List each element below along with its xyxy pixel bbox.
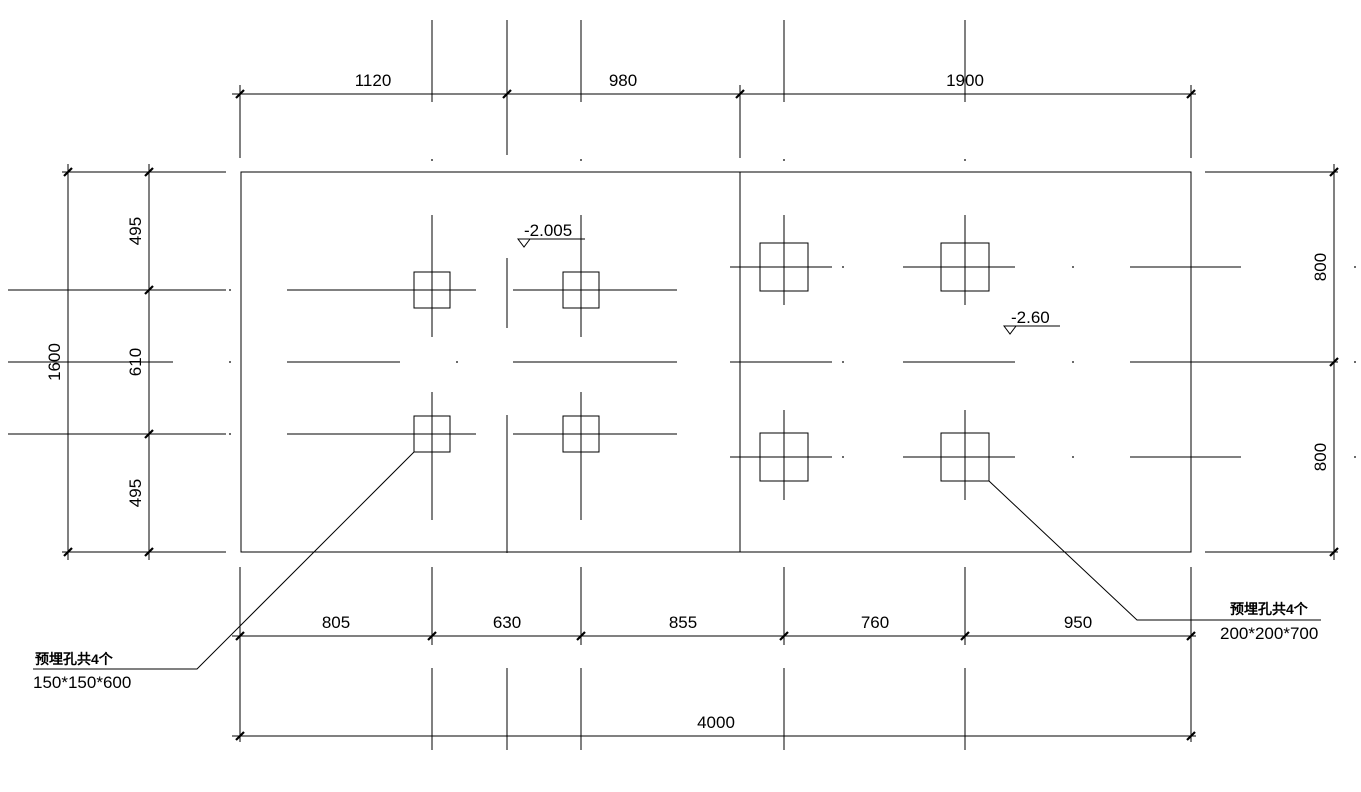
elevation-marker-2: -2.60 — [1003, 308, 1060, 335]
left-sub-dimensions: 495 610 495 — [126, 164, 154, 560]
dim-top-2: 980 — [609, 71, 637, 90]
bottom-dimension-string: 805 630 855 760 950 — [232, 613, 1196, 641]
dim-bottom-4: 760 — [861, 613, 889, 632]
hole-large-4 — [940, 432, 990, 482]
dim-bottom-3: 855 — [669, 613, 697, 632]
hole-large-2 — [940, 242, 990, 292]
right-dimensions: 800 800 — [1311, 164, 1339, 560]
embedded-holes-large — [759, 242, 990, 482]
hole-large-1 — [759, 242, 809, 292]
dim-left-1: 495 — [126, 217, 145, 245]
horizontal-axis-lines — [8, 171, 1338, 553]
hole-small-1 — [413, 271, 451, 309]
note-right-spec: 200*200*700 — [1220, 624, 1318, 643]
reference-dots — [229, 159, 1356, 458]
note-left-spec: 150*150*600 — [33, 673, 131, 692]
hole-large-3 — [759, 432, 809, 482]
dim-bottom-2: 630 — [493, 613, 521, 632]
elevation-marker-1: -2.005 — [517, 221, 585, 248]
dim-top-1: 1120 — [355, 71, 392, 90]
dim-left-total: 1600 — [45, 343, 64, 381]
top-dimension-string: 1120 980 1900 — [232, 71, 1196, 99]
dim-left-2: 610 — [126, 348, 145, 376]
dim-overall: 4000 — [697, 713, 735, 732]
dim-bottom-1: 805 — [322, 613, 350, 632]
dim-right-2: 800 — [1311, 443, 1330, 471]
dim-bottom-5: 950 — [1064, 613, 1092, 632]
elevation-2-label: -2.60 — [1011, 308, 1050, 327]
left-overall-dimension: 1600 — [45, 164, 73, 560]
dim-right-1: 800 — [1311, 253, 1330, 281]
note-right-title: 预埋孔共4个 — [1230, 601, 1309, 617]
dim-left-3: 495 — [126, 479, 145, 507]
dim-top-3: 1900 — [946, 71, 984, 90]
note-right: 预埋孔共4个 200*200*700 — [988, 480, 1321, 643]
vertical-axis-lines — [239, 20, 1192, 750]
note-left-title: 预埋孔共4个 — [35, 651, 114, 667]
overall-dimension: 4000 — [232, 713, 1196, 741]
hole-small-3 — [413, 415, 451, 453]
embedded-holes-small — [413, 271, 600, 453]
hole-small-2 — [562, 271, 600, 309]
note-left: 预埋孔共4个 150*150*600 — [33, 451, 415, 692]
slab-outline — [240, 171, 1192, 553]
elevation-1-label: -2.005 — [524, 221, 572, 240]
hole-small-4 — [562, 415, 600, 453]
